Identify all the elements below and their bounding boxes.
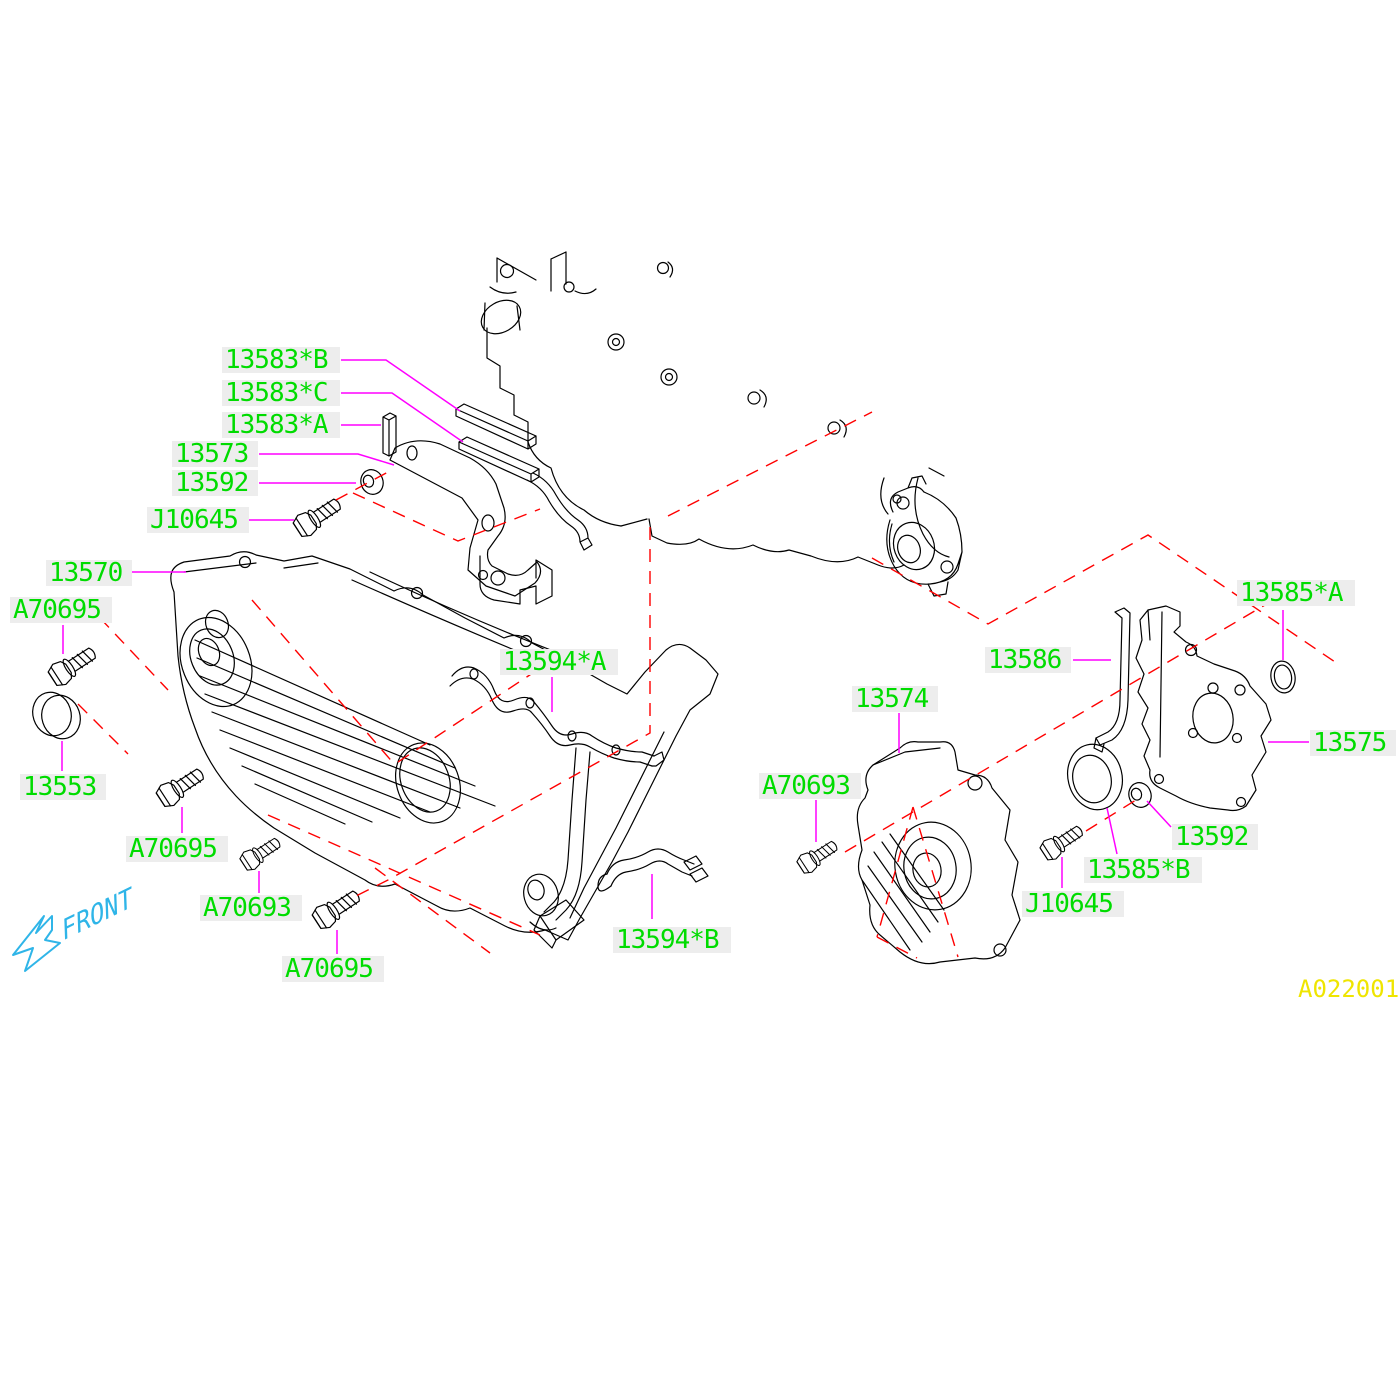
- part-label-13553[interactable]: 13553: [23, 772, 97, 802]
- belt-guide-13573: [389, 440, 593, 597]
- front-label: FRONT: [59, 881, 138, 947]
- front-arrow-icon: [12, 915, 61, 972]
- label-bg: [147, 507, 249, 533]
- part-label-13592-right[interactable]: 13592: [1175, 822, 1249, 852]
- part-label-13583b[interactable]: 13583*B: [225, 345, 329, 375]
- seal-strip-13583a: [382, 412, 397, 457]
- grommet-13592-right: [1124, 778, 1156, 812]
- gasket-13594a: [449, 666, 665, 949]
- part-labels: 13583*B 13583*C 13583*A 13573 13592 J106…: [10, 345, 1396, 984]
- gasket-13594b: [597, 848, 709, 892]
- part-label-a70693-left[interactable]: A70693: [203, 893, 292, 923]
- part-label-13586[interactable]: 13586: [988, 645, 1062, 675]
- label-bg: [1084, 857, 1202, 883]
- strip-13586: [1093, 607, 1131, 753]
- label-bg: [126, 836, 228, 862]
- cover-13575: [1135, 605, 1272, 812]
- label-bg: [222, 380, 340, 406]
- label-bg: [222, 412, 340, 438]
- label-bg: [985, 647, 1071, 673]
- bolt-a70695-3: [309, 884, 365, 933]
- label-bg: [222, 347, 340, 373]
- label-bg: [200, 895, 302, 921]
- label-bg: [46, 560, 132, 586]
- seal-strip-13583c: [458, 436, 540, 483]
- cover-13574: [856, 741, 1021, 965]
- label-bg: [10, 597, 112, 623]
- part-label-13570[interactable]: 13570: [49, 558, 123, 588]
- label-bg: [852, 686, 938, 712]
- part-label-13585a[interactable]: 13585*A: [1240, 578, 1345, 608]
- part-label-13573[interactable]: 13573: [175, 439, 249, 469]
- part-label-j10645-right[interactable]: J10645: [1025, 889, 1114, 919]
- part-label-13583a[interactable]: 13583*A: [225, 410, 330, 440]
- front-indicator: FRONT: [12, 881, 138, 972]
- label-bg: [1310, 730, 1396, 756]
- seal-strip-13583b: [455, 403, 537, 450]
- oring-13585a: [1270, 660, 1296, 694]
- grommet-13592-left: [356, 465, 388, 499]
- label-bg: [282, 956, 384, 982]
- part-label-13594a[interactable]: 13594*A: [503, 647, 608, 677]
- label-bg: [613, 927, 731, 953]
- part-label-a70693-right[interactable]: A70693: [762, 771, 851, 801]
- part-label-13574[interactable]: 13574: [855, 684, 930, 714]
- bolt-j10645-right: [1037, 820, 1088, 864]
- leader-13585b: [1106, 807, 1118, 855]
- bolt-a70693-right: [794, 835, 842, 877]
- diagram-code: A022001: [1298, 975, 1399, 1003]
- leader-13583b: [341, 359, 461, 412]
- bolt-a70695-1: [45, 641, 101, 690]
- label-bg: [172, 470, 258, 496]
- part-label-a70695-2[interactable]: A70695: [129, 834, 218, 864]
- leader-13592-right: [1146, 800, 1172, 828]
- part-label-a70695-3[interactable]: A70695: [285, 954, 374, 984]
- label-bg: [172, 441, 258, 467]
- timing-cover-13570: [170, 551, 719, 941]
- part-label-a70695-1[interactable]: A70695: [13, 595, 102, 625]
- part-label-13575[interactable]: 13575: [1313, 728, 1387, 758]
- part-label-13585b[interactable]: 13585*B: [1087, 855, 1191, 885]
- engine-block: [479, 251, 950, 605]
- leader-13583c: [341, 392, 464, 443]
- oil-seal-13585b: [1067, 743, 1123, 811]
- leader-lines: [61, 359, 1309, 954]
- label-bg: [1172, 824, 1258, 850]
- bolt-a70695-2: [153, 762, 209, 811]
- part-label-13592-left[interactable]: 13592: [175, 468, 249, 498]
- label-bg: [1022, 891, 1124, 917]
- leader-13573: [259, 453, 395, 466]
- label-bg: [20, 774, 106, 800]
- label-bg: [759, 773, 861, 799]
- pump-housing: [886, 475, 963, 597]
- part-label-j10645-left[interactable]: J10645: [150, 505, 239, 535]
- bolt-a70693-left: [237, 832, 285, 874]
- part-label-13583c[interactable]: 13583*C: [225, 378, 329, 408]
- part-label-13594b[interactable]: 13594*B: [616, 925, 720, 955]
- cap-13553: [32, 691, 81, 740]
- label-bg: [500, 649, 618, 675]
- label-bg: [1237, 580, 1355, 606]
